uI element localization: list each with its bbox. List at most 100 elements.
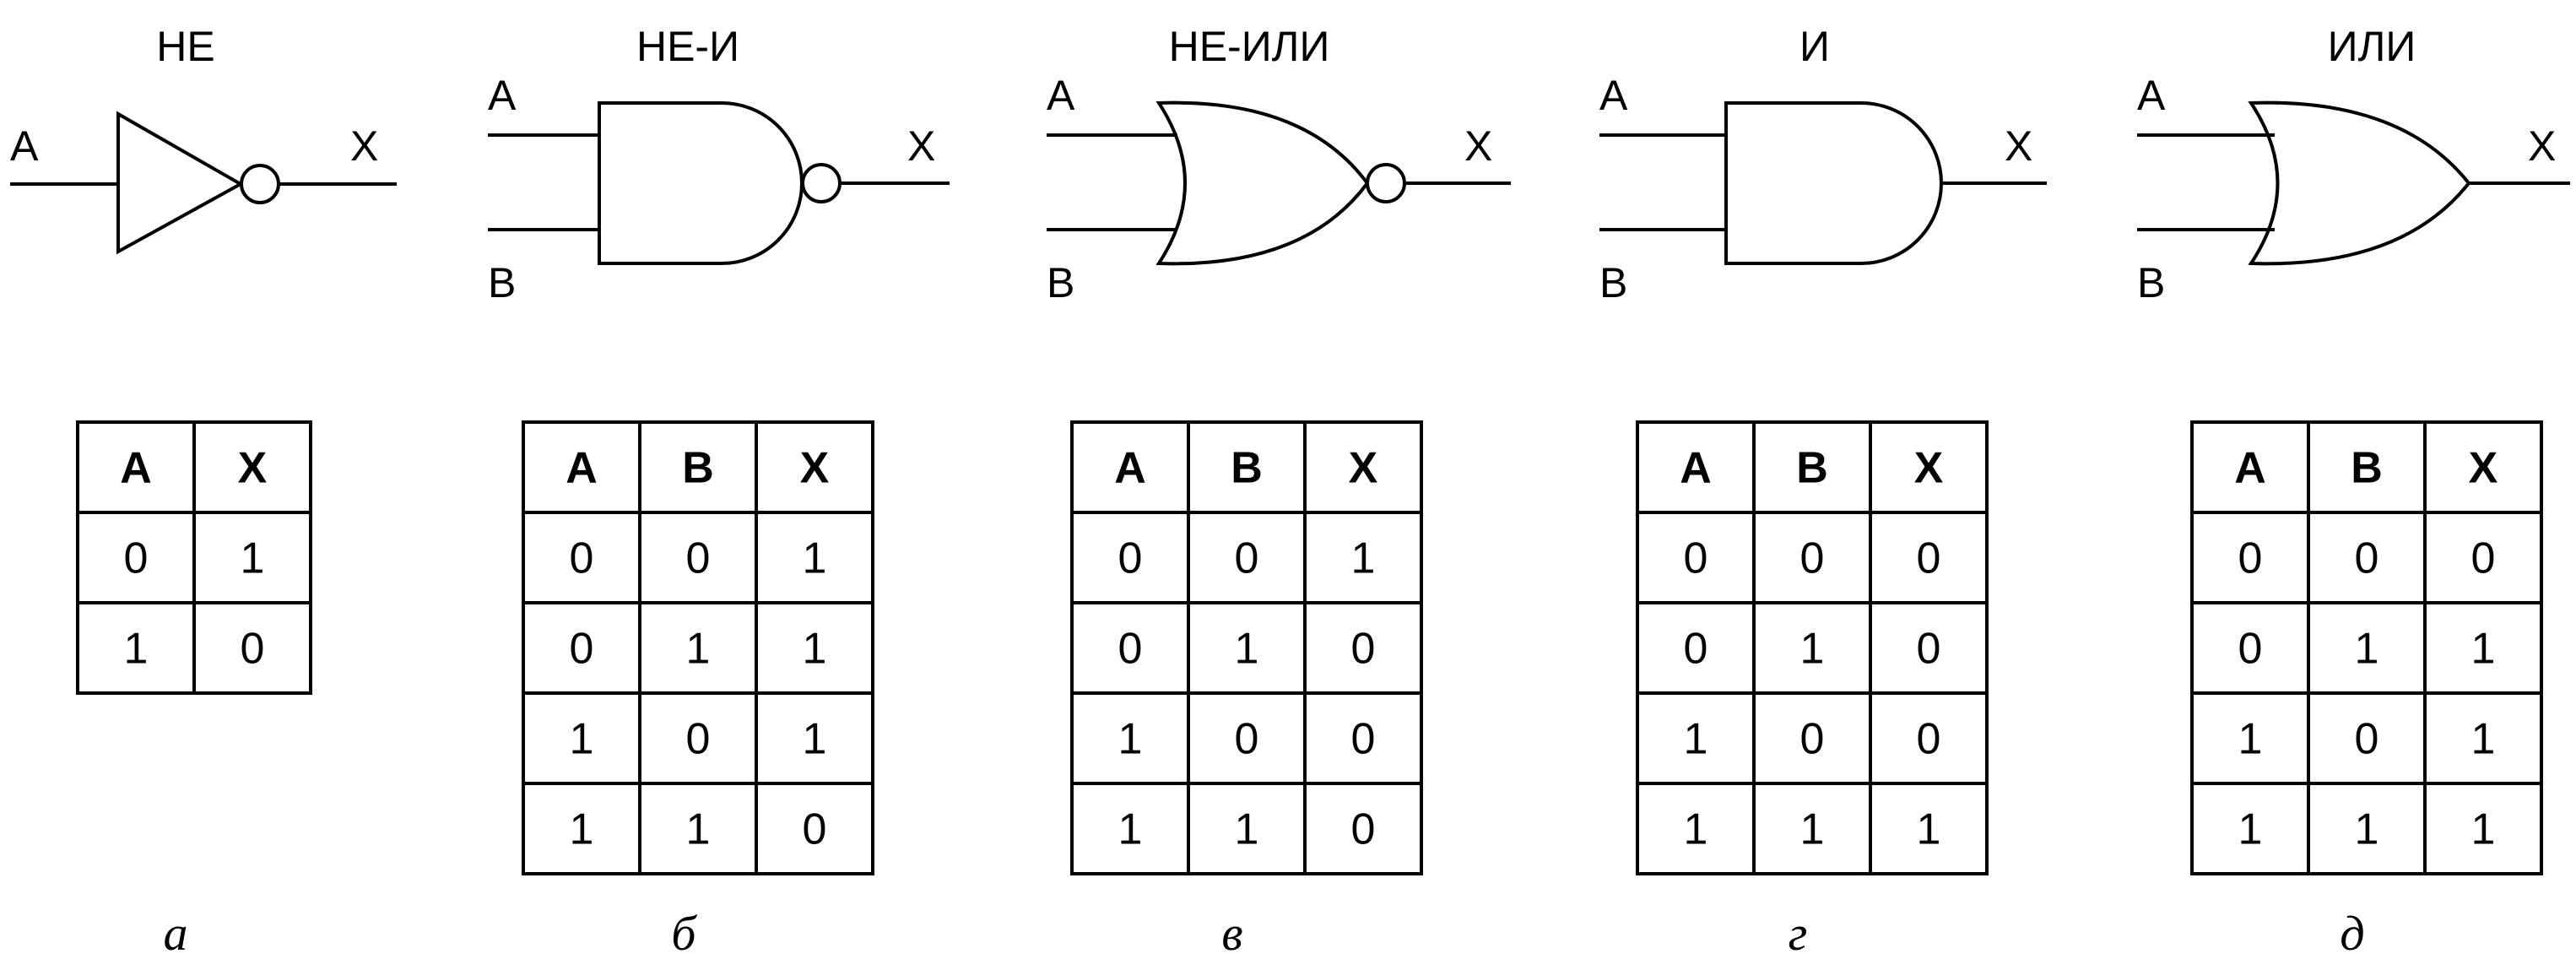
table-cell: 0 [1917, 534, 1941, 583]
table-header-cell: B [2351, 444, 2383, 493]
table-cell: 0 [803, 805, 827, 854]
input-label-b: B [2137, 259, 2165, 306]
table-cell: 0 [1684, 625, 1708, 674]
table-cell: 0 [1684, 534, 1708, 583]
output-label-x: X [350, 122, 378, 170]
input-label-a: A [2137, 72, 2166, 119]
panel-nand: НЕ-И A B X [488, 23, 950, 306]
and-gate-symbol [598, 101, 804, 265]
table-border [2190, 420, 2543, 875]
gate-title: ИЛИ [2328, 23, 2416, 70]
inversion-bubble [801, 163, 842, 203]
table-header-cell: A [1114, 444, 1146, 493]
table-cell: 0 [2238, 534, 2263, 583]
and-gate-symbol [1724, 101, 1943, 265]
table-cell: 0 [1917, 625, 1941, 674]
table-cell: 1 [2471, 715, 2496, 764]
table-cell: 1 [2238, 715, 2263, 764]
table-border [522, 420, 874, 875]
table-cell: 0 [1235, 534, 1259, 583]
table-header-cell: A [2234, 444, 2266, 493]
output-label-x: X [2528, 122, 2556, 170]
table-header-cell: A [566, 444, 598, 493]
input-label-a: A [1599, 72, 1628, 119]
table-cell: 1 [1235, 625, 1259, 674]
table-cell: 0 [2471, 534, 2496, 583]
table-cell: 0 [570, 534, 594, 583]
gate-title: И [1799, 23, 1830, 70]
gate-title: НЕ-ИЛИ [1169, 23, 1330, 70]
input-label-a: A [488, 72, 517, 119]
table-cell: 0 [2238, 625, 2263, 674]
table-cell: 1 [2471, 625, 2496, 674]
table-cell: 1 [124, 625, 149, 674]
table-cell: 1 [1800, 805, 1825, 854]
table-header-cell: X [800, 444, 830, 493]
table-cell: 0 [686, 715, 711, 764]
output-label-x: X [907, 122, 935, 170]
table-cell: 0 [1235, 715, 1259, 764]
panel-caption: б [671, 906, 697, 961]
table-cell: 1 [1800, 625, 1825, 674]
table-cell: 1 [1118, 805, 1143, 854]
table-cell: 1 [570, 715, 594, 764]
table-cell: 1 [686, 625, 711, 674]
panel-caption: в [1221, 906, 1242, 961]
table-header-cell: B [1231, 444, 1263, 493]
gate-title: НЕ [156, 23, 214, 70]
panel-captions: а б в г д [164, 906, 2365, 961]
table-cell: 0 [241, 625, 265, 674]
input-label-a: A [10, 122, 39, 170]
table-cell: 0 [686, 534, 711, 583]
table-cell: 0 [1917, 715, 1941, 764]
output-label-x: X [1464, 122, 1492, 170]
input-label-b: B [1599, 259, 1627, 306]
table-cell: 0 [2355, 715, 2379, 764]
input-label-b: B [488, 259, 516, 306]
table-header-cell: X [2469, 444, 2498, 493]
table-cell: 1 [1684, 715, 1708, 764]
table-cell: 1 [570, 805, 594, 854]
not-gate-symbol [116, 111, 245, 255]
table-cell: 0 [1800, 715, 1825, 764]
panel-not: НЕ A X [10, 23, 397, 255]
table-cell: 0 [1351, 805, 1376, 854]
or-gate-symbol [2248, 100, 2471, 266]
table-cell: 0 [1351, 715, 1376, 764]
input-label-b: B [1047, 259, 1074, 306]
table-cell: 1 [803, 534, 827, 583]
table-cell: 1 [803, 625, 827, 674]
inversion-bubble [240, 164, 280, 204]
panel-caption: а [164, 906, 188, 961]
table-cell: 1 [2355, 625, 2379, 674]
panel-caption: г [1789, 906, 1808, 961]
table-cell: 1 [2238, 805, 2263, 854]
panel-caption: д [2340, 906, 2364, 961]
table-header-cell: X [1349, 444, 1378, 493]
table-cell: 1 [686, 805, 711, 854]
table-cell: 1 [1235, 805, 1259, 854]
table-header-cell: A [1680, 444, 1712, 493]
or-gate-symbol [1155, 100, 1370, 266]
table-cell: 1 [1917, 805, 1941, 854]
table-cell: 0 [2355, 534, 2379, 583]
table-cell: 1 [1118, 715, 1143, 764]
table-cell: 1 [803, 715, 827, 764]
output-label-x: X [2005, 122, 2032, 170]
panel-or: ИЛИ A B X [2137, 23, 2570, 306]
table-cell: 1 [1351, 534, 1376, 583]
table-header-cell: X [1914, 444, 1944, 493]
panel-nor: НЕ-ИЛИ A B X [1047, 23, 1511, 306]
table-cell: 0 [1800, 534, 1825, 583]
panel-and: И A B X [1599, 23, 2047, 306]
table-cell: 0 [1118, 625, 1143, 674]
table-cell: 0 [124, 534, 149, 583]
inversion-bubble [1366, 163, 1406, 203]
table-cell: 1 [1684, 805, 1708, 854]
